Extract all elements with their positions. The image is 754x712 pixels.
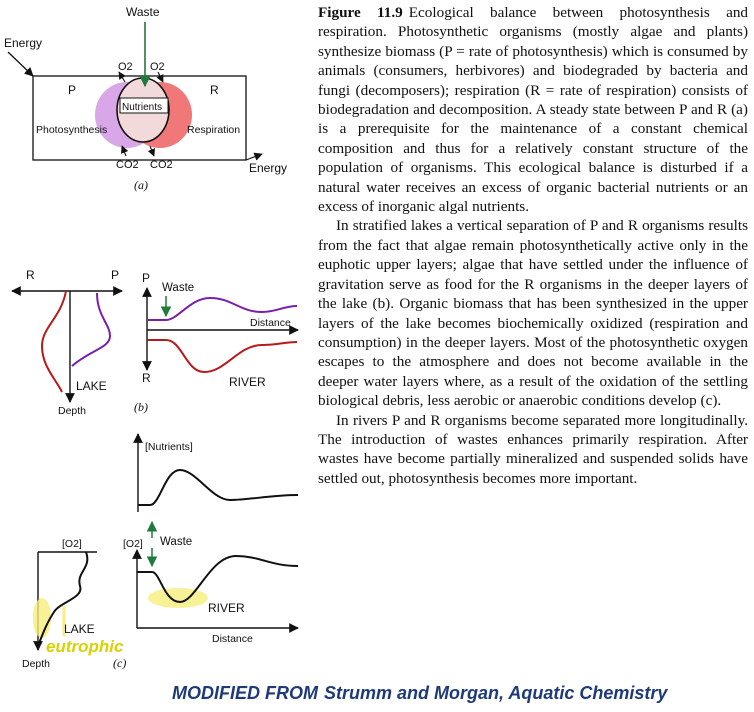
panel-a: Waste Energy P R O2 O2 Nutrients Photosy… xyxy=(4,5,287,192)
river-o2-curve xyxy=(137,554,299,604)
figure-11-9-diagram: Waste Energy P R O2 O2 Nutrients Photosy… xyxy=(4,5,299,670)
caption-paragraph-2: In stratified lakes a vertical separatio… xyxy=(318,217,748,410)
co2-right-label: CO2 xyxy=(150,159,173,171)
photosynthesis-label: Photosynthesis xyxy=(36,124,107,136)
river-waste-label: Waste xyxy=(162,282,194,294)
credit-source: Strumm and Morgan, Aquatic Chemistry xyxy=(324,683,668,703)
nutrients-axis-label: [Nutrients] xyxy=(145,441,193,453)
lake-o2-label: [O2] xyxy=(62,538,82,550)
panel-c: [Nutrients] Waste [O2] [O2] LAKE eutroph… xyxy=(22,433,299,670)
lake-o2-curve xyxy=(37,551,89,647)
nutrients-box xyxy=(119,97,169,114)
panel-a-sublabel: (a) xyxy=(134,178,148,192)
lake-highlight xyxy=(33,598,51,638)
panel-c-sublabel: (c) xyxy=(113,656,126,670)
river-r-curve xyxy=(147,339,298,374)
lake-c-depth-label: Depth xyxy=(22,658,50,670)
nutrients-label: Nutrients xyxy=(122,102,162,113)
lake-label: LAKE xyxy=(76,379,107,393)
river-label: RIVER xyxy=(229,375,266,389)
lake-depth-label: Depth xyxy=(58,405,86,417)
co2-left-arrow xyxy=(120,145,129,157)
co2-left-label: CO2 xyxy=(116,159,139,171)
waste-label: Waste xyxy=(126,5,160,19)
figure-label: Figure 11.9 xyxy=(318,4,403,21)
panel-b: R P LAKE Depth P R Waste Distance RIVER … xyxy=(11,268,299,417)
river-p-axis-label: P xyxy=(142,271,150,285)
lake-r-curve xyxy=(40,290,67,393)
river-c-distance-label: Distance xyxy=(212,633,253,645)
lake-p-curve xyxy=(71,292,112,367)
river-p-curve xyxy=(147,296,298,321)
caption-paragraph-3: In rivers P and R organisms become separ… xyxy=(318,411,748,487)
co2-right-arrow xyxy=(147,145,156,157)
o2-left-label: O2 xyxy=(118,61,133,73)
river-o2-label: [O2] xyxy=(123,538,143,550)
eutrophic-label: eutrophic xyxy=(46,637,124,656)
river-c-waste-label: Waste xyxy=(160,536,192,548)
lake-r-label: R xyxy=(26,268,35,282)
respiration-label: Respiration xyxy=(187,124,240,136)
energy-out-arrow xyxy=(245,152,263,161)
panel-b-sublabel: (b) xyxy=(134,400,148,414)
river-distance-label: Distance xyxy=(250,317,291,329)
r-label: R xyxy=(210,83,219,97)
lake-c-label: LAKE xyxy=(64,622,95,636)
river-sag-highlight xyxy=(148,588,208,608)
o2-left-arrow xyxy=(118,71,126,83)
nutrients-curve xyxy=(138,468,299,506)
river-r-axis-label: R xyxy=(142,371,151,385)
credit-prefix: MODIFIED FROM xyxy=(172,683,318,703)
lake-p-label: P xyxy=(111,268,119,282)
river-c-label: RIVER xyxy=(208,601,245,615)
energy-in-label: Energy xyxy=(4,36,42,50)
energy-in-arrow xyxy=(7,51,34,77)
source-credit: MODIFIED FROM Strumm and Morgan, Aquatic … xyxy=(172,683,667,704)
caption-paragraph-1-text: Ecological balance between photosynthesi… xyxy=(318,4,749,216)
o2-right-arrow xyxy=(156,71,164,83)
o2-right-label: O2 xyxy=(150,61,165,73)
p-label: P xyxy=(68,83,76,97)
energy-out-label: Energy xyxy=(249,161,287,175)
